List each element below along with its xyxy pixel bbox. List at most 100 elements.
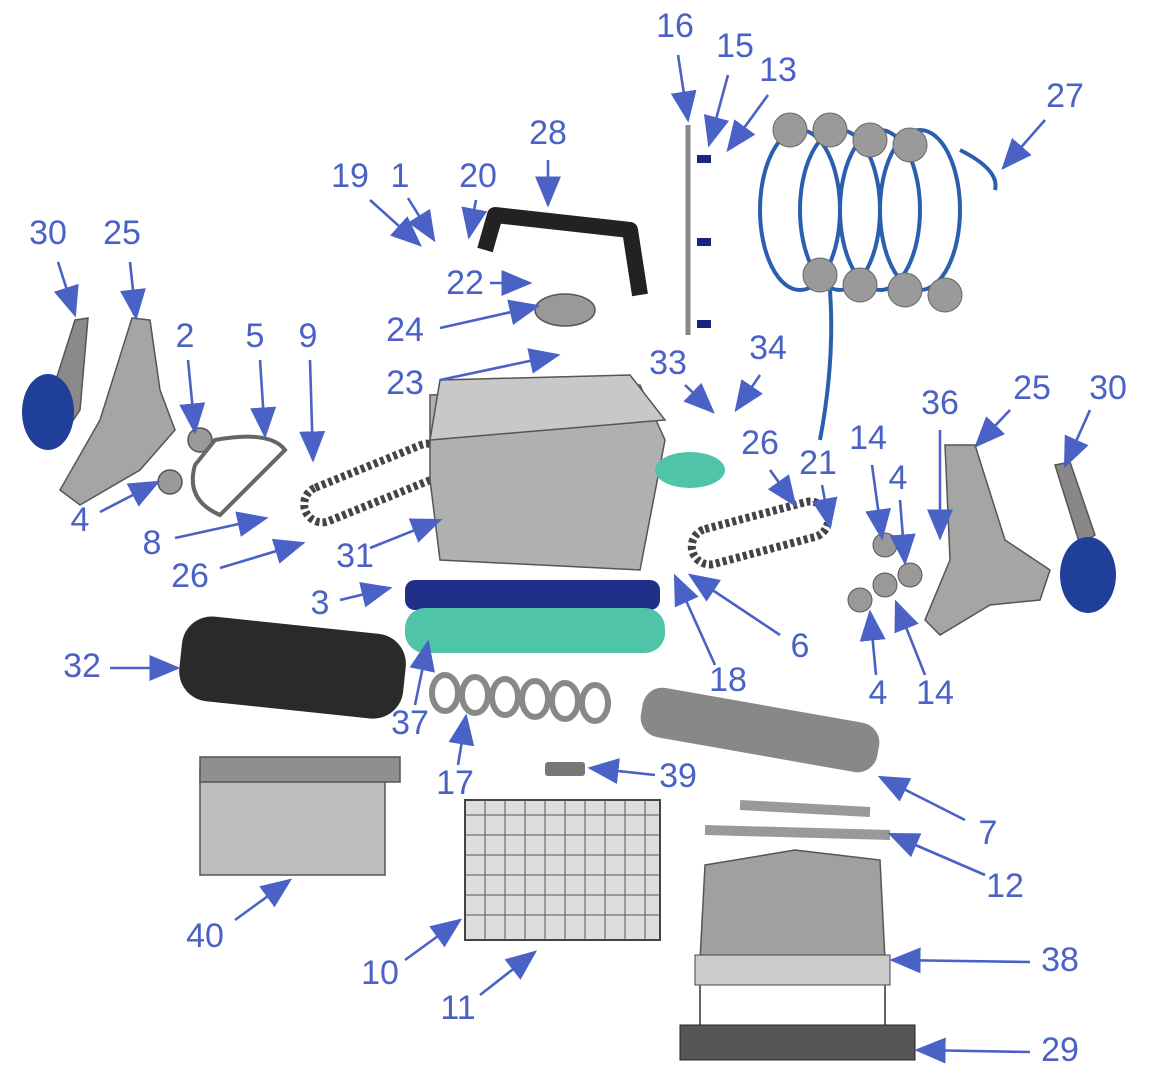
callout-label-14: 14 [916, 674, 954, 712]
callout-label-38: 38 [1041, 941, 1079, 979]
callout-arrow-4 [859, 609, 886, 676]
teal-cover-small [655, 452, 725, 488]
callout-label-25: 25 [1013, 369, 1051, 407]
track-left [300, 439, 450, 527]
callout-label-30: 30 [1089, 369, 1127, 407]
brush-32 [179, 616, 406, 719]
floating-cable-27 [758, 128, 998, 441]
callout-label-5: 5 [246, 317, 265, 355]
callout-label-24: 24 [386, 311, 424, 349]
impeller-24 [534, 293, 596, 327]
callout-arrow-10 [404, 918, 463, 962]
callout-arrow-2 [179, 359, 206, 435]
frame-legs [699, 985, 886, 1030]
callout-label-9: 9 [299, 317, 318, 355]
callout-label-30: 30 [29, 214, 67, 252]
callout-arrow-25 [120, 261, 146, 321]
skirt-blue [405, 580, 660, 610]
callout-arrow-5 [250, 359, 277, 439]
side-weight-right [1060, 537, 1116, 613]
clip-15c [697, 320, 711, 328]
side-plate-right [924, 444, 1051, 636]
callout-arrow-4 [99, 480, 161, 514]
callout-arrow-16 [670, 54, 697, 123]
track-right [687, 497, 833, 569]
callout-label-26: 26 [741, 424, 779, 462]
callout-arrow-26 [767, 469, 797, 508]
callout-label-34: 34 [749, 329, 787, 367]
callout-arrow-25 [974, 409, 1011, 448]
callout-label-6: 6 [791, 627, 810, 665]
callout-arrow-29 [914, 1037, 1031, 1064]
side-handle-right [1054, 461, 1096, 547]
skirt-teal-37 [405, 608, 665, 653]
parts-illustration [22, 112, 1116, 1061]
callout-label-37: 37 [391, 704, 429, 742]
callout-arrow-27 [1001, 119, 1046, 170]
callout-label-4: 4 [869, 674, 888, 712]
callout-label-11: 11 [440, 989, 475, 1027]
callout-arrow-17 [448, 713, 475, 766]
callout-label-27: 27 [1046, 77, 1084, 115]
callout-arrow-18 [673, 573, 717, 666]
callout-arrow-31 [369, 518, 443, 550]
callout-arrow-30 [53, 261, 79, 318]
callout-label-29: 29 [1041, 1031, 1079, 1069]
callout-arrow-14 [894, 599, 927, 676]
side-weight-left [22, 374, 74, 450]
callout-arrow-12 [887, 832, 986, 877]
clip-15b [697, 238, 711, 246]
callout-label-16: 16 [656, 7, 694, 45]
clip-15a [697, 155, 711, 163]
callout-arrow-21 [811, 484, 838, 530]
callout-label-21: 21 [799, 444, 837, 482]
callout-arrow-3 [339, 582, 393, 608]
handle-28 [477, 207, 648, 297]
callout-label-3: 3 [311, 584, 330, 622]
callout-arrow-24 [439, 299, 541, 330]
callout-label-10: 10 [361, 954, 399, 992]
body-top [429, 374, 667, 441]
callout-arrow-4 [889, 499, 916, 566]
floats [772, 112, 963, 313]
clips-12 [704, 800, 891, 840]
callout-arrow-20 [461, 199, 488, 240]
callout-label-32: 32 [63, 647, 101, 685]
callout-arrow-38 [889, 947, 1031, 974]
callout-label-1: 1 [391, 157, 410, 195]
callout-label-2: 2 [176, 317, 195, 355]
side-plate-left [59, 317, 176, 506]
part-39 [545, 762, 585, 776]
callout-arrow-34 [734, 374, 763, 413]
callout-arrow-6 [687, 573, 781, 637]
callout-label-31: 31 [336, 537, 374, 575]
callout-label-7: 7 [979, 814, 998, 852]
callout-label-22: 22 [446, 264, 484, 302]
callout-arrow-13 [726, 94, 770, 153]
callout-label-23: 23 [386, 364, 424, 402]
filter-basket-10 [464, 799, 661, 941]
power-supply-top [199, 756, 401, 783]
callout-arrow-7 [877, 775, 966, 822]
filter-grid [465, 800, 660, 940]
callout-arrow-9 [299, 359, 326, 463]
callout-label-33: 33 [649, 344, 687, 382]
shaft-7 [640, 687, 880, 773]
callout-label-14: 14 [849, 419, 887, 457]
callout-label-18: 18 [709, 661, 747, 699]
power-supply-40 [199, 769, 386, 876]
callout-label-17: 17 [436, 764, 474, 802]
callout-label-26: 26 [171, 557, 209, 595]
frame-38 [694, 954, 891, 986]
callout-label-19: 19 [331, 157, 369, 195]
callout-label-12: 12 [986, 867, 1024, 905]
callout-arrow-30 [1063, 409, 1092, 469]
callout-label-20: 20 [459, 157, 497, 195]
callout-label-15: 15 [716, 27, 754, 65]
callout-arrow-14 [865, 464, 891, 541]
callout-arrow-40 [234, 878, 293, 922]
callout-label-28: 28 [529, 114, 567, 152]
callout-arrow-37 [409, 639, 435, 706]
